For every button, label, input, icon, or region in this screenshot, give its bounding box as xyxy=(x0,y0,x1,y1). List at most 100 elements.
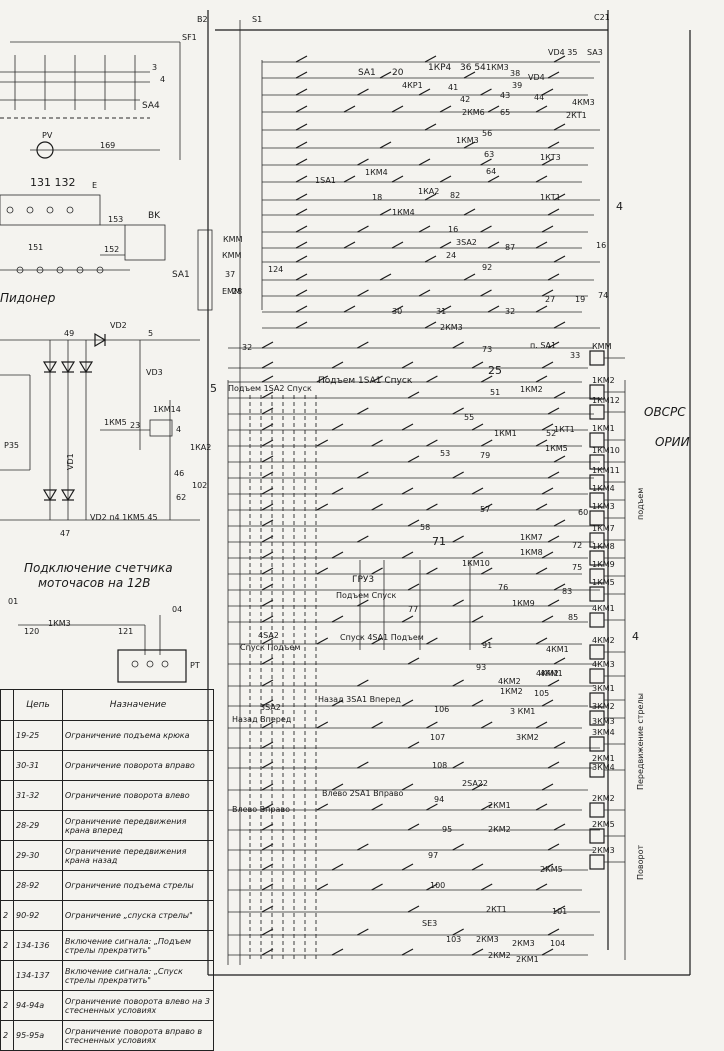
contact-symbol xyxy=(471,423,484,431)
label-82: 82 xyxy=(450,191,460,200)
legend-cell-num: 2 xyxy=(0,930,14,961)
contact-symbol xyxy=(439,305,452,313)
label-16: 16 xyxy=(448,225,458,234)
contact-symbol xyxy=(426,375,438,383)
label-spusk-4sa1: Спуск 4SA1 Подъем xyxy=(340,633,424,642)
contact-symbol xyxy=(357,341,369,349)
label-four-top: 4 xyxy=(616,200,623,213)
legend-cell-purpose: Включение сигнала: „Подъем стрелы прекра… xyxy=(62,930,214,961)
legend-cell-circuit: 28-29 xyxy=(13,810,63,841)
contact-symbol xyxy=(547,273,560,281)
contact-symbol xyxy=(401,948,414,956)
label-97: 97 xyxy=(428,851,438,860)
contact-symbol xyxy=(316,803,329,811)
meter-caption-line2: моточасов на 12В xyxy=(38,576,151,590)
label-77: 77 xyxy=(408,605,418,614)
contact-symbol xyxy=(480,503,493,511)
coil-label: 1КМ5 xyxy=(592,578,615,587)
label-kmm-top: КММ xyxy=(222,251,242,260)
label-43: 43 xyxy=(500,91,510,100)
contact-symbol xyxy=(463,273,476,281)
contact-symbol xyxy=(261,615,274,623)
contact-symbol xyxy=(471,361,484,369)
contact-symbol xyxy=(535,375,548,383)
label-37: 37 xyxy=(225,270,235,279)
coil-label: 1КМ10 xyxy=(592,446,620,455)
label-83: 83 xyxy=(562,587,572,596)
contact-symbol xyxy=(471,615,484,623)
coil-label: 3КМ4 xyxy=(592,728,615,737)
contact-symbol xyxy=(553,657,566,665)
contact-symbol xyxy=(261,391,274,399)
label-19: 19 xyxy=(575,295,585,304)
label-32: 32 xyxy=(505,307,515,316)
voltmeter-pv xyxy=(36,141,54,159)
contact-symbol xyxy=(401,423,414,431)
contact-symbol xyxy=(471,948,484,956)
legend-cell-circuit: 28-92 xyxy=(13,870,63,901)
label-62: 62 xyxy=(176,493,186,502)
contact-symbol xyxy=(426,567,438,575)
label-1km7-r: 1КМ7 xyxy=(520,533,543,542)
label-01: 01 xyxy=(8,597,18,606)
contact-symbol xyxy=(418,158,431,166)
label-4sa2: 4SA2 xyxy=(258,631,279,640)
label-2km1-b: 2КМ1 xyxy=(516,955,539,964)
contact-symbol xyxy=(295,208,308,216)
plug-connector xyxy=(197,229,213,311)
label-handwritten-1: ОВСРС xyxy=(644,405,686,419)
contact-symbol xyxy=(261,761,274,769)
contact-symbol xyxy=(261,487,274,495)
coil-label: 2КМ2 xyxy=(592,794,615,803)
legend-cell-circuit: 29-30 xyxy=(13,840,63,871)
label-52: 52 xyxy=(546,429,556,438)
contact-symbol xyxy=(535,721,548,729)
contact-symbol xyxy=(553,123,566,131)
legend-cell-circuit: 90-92 xyxy=(13,900,63,931)
label-42: 42 xyxy=(460,95,470,104)
contact-symbol xyxy=(471,699,484,707)
contact-symbol xyxy=(480,158,492,166)
contact-symbol xyxy=(480,439,493,447)
contact-symbol xyxy=(553,519,566,527)
contact-symbol xyxy=(535,883,548,891)
label-3km4-b: 3КМ4 xyxy=(592,763,615,772)
contact-symbol xyxy=(541,699,554,707)
contact-symbol xyxy=(261,439,274,447)
contact-symbol xyxy=(452,599,464,607)
contact-symbol xyxy=(331,863,344,871)
contact-symbol xyxy=(553,741,566,749)
contact-symbol xyxy=(261,883,274,891)
contact-symbol xyxy=(426,883,438,891)
contact-symbol xyxy=(261,535,274,543)
contact-symbol xyxy=(471,863,484,871)
label-27: 27 xyxy=(545,295,555,304)
contact-symbol xyxy=(357,407,369,415)
label-1kt1: 1КТ1 xyxy=(540,193,561,202)
contact-symbol xyxy=(261,407,274,415)
contact-symbol xyxy=(371,439,383,447)
coil-label: 1КМ4 xyxy=(592,484,615,493)
legend-cell-num xyxy=(0,780,14,811)
contact-symbol xyxy=(553,905,566,913)
contact-symbol xyxy=(452,535,464,543)
contact-symbol xyxy=(547,761,560,769)
label-100: 100 xyxy=(430,881,445,890)
contact-symbol xyxy=(379,71,392,79)
label-1sa1: 1SA1 xyxy=(315,176,336,185)
label-31: 31 xyxy=(436,307,446,316)
contact-symbol xyxy=(401,699,414,707)
contact-symbol xyxy=(295,105,308,113)
label-povorot-side: Поворот xyxy=(636,845,645,880)
label-153: 153 xyxy=(108,215,123,224)
coil-label: 3КМ1 xyxy=(592,684,615,693)
legend-cell-purpose: Включение сигнала: „Спуск стрелы прекрат… xyxy=(62,960,214,991)
contact-symbol xyxy=(261,637,274,645)
coil-label: 2КМ1 xyxy=(592,754,615,763)
label-1kt1-r: 1КТ1 xyxy=(554,425,575,434)
coil-label: 1КМ2 xyxy=(592,376,615,385)
contact-symbol xyxy=(371,883,383,891)
contact-symbol xyxy=(452,928,464,936)
contact-symbol xyxy=(553,455,566,463)
